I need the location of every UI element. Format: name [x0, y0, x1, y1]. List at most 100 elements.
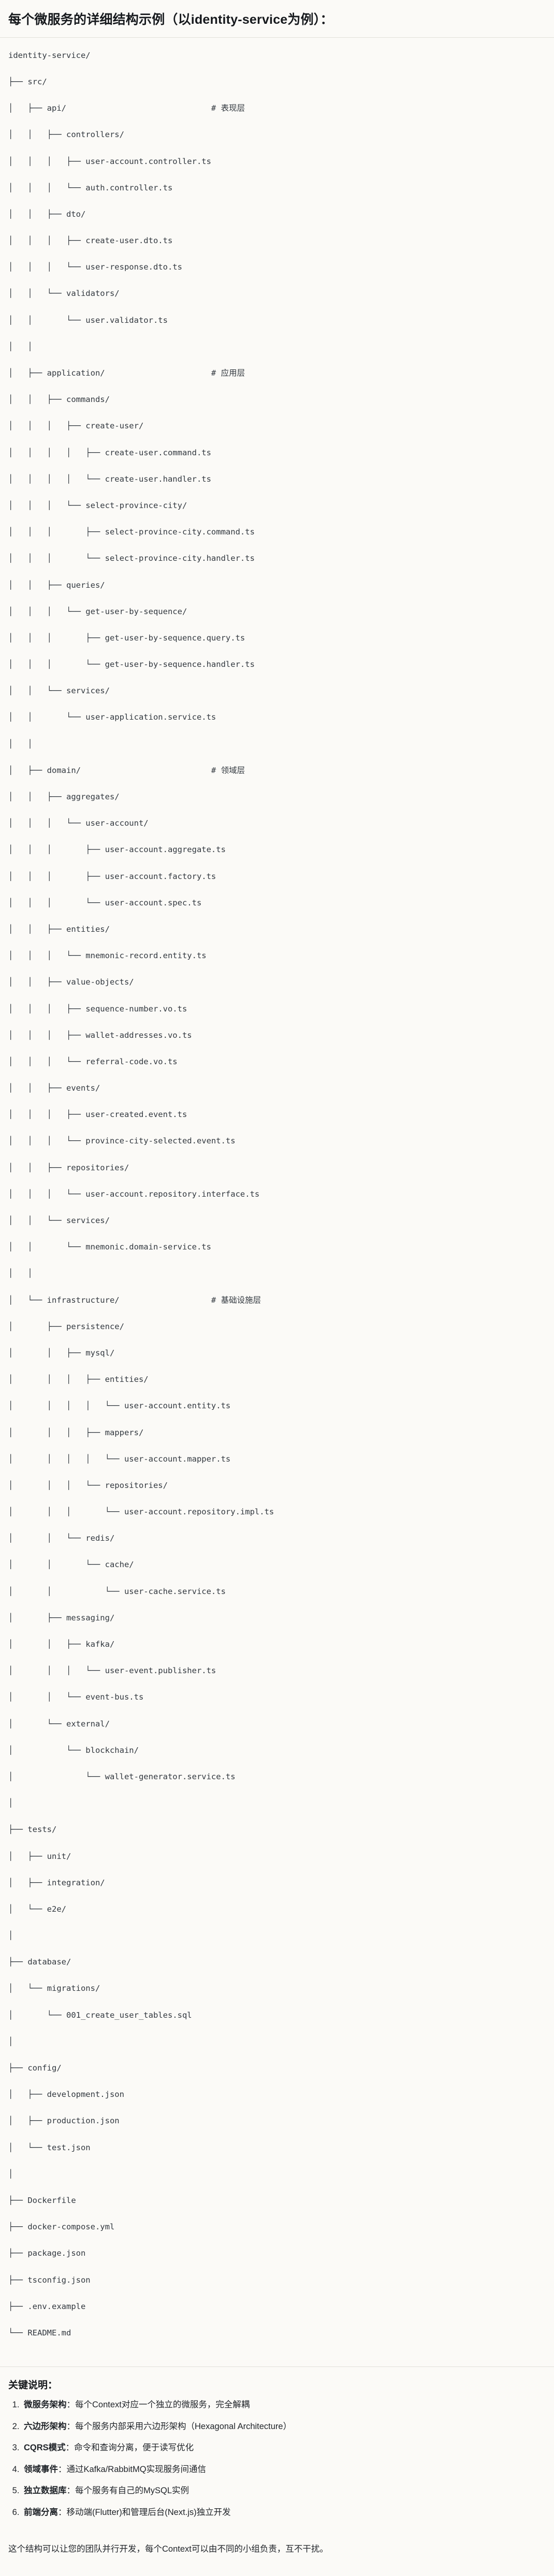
tree-line: │ └── blockchain/ — [8, 1745, 139, 1755]
tree-line: └── README.md — [8, 2328, 71, 2337]
keypoint-separator: ： — [58, 2507, 67, 2517]
tree-line: │ │ ├── events/ — [8, 1083, 100, 1093]
keypoint-body: 移动端(Flutter)和管理后台(Next.js)独立开发 — [66, 2507, 231, 2517]
tree-line: │ — [8, 2036, 13, 2046]
tree-line: │ │ └── validators/ — [8, 289, 120, 299]
keypoints-title: 关键说明： — [8, 2380, 58, 2391]
tree-line: │ │ │ ├── user-created.event.ts — [8, 1110, 187, 1120]
keypoint-term: 前端分离 — [24, 2507, 58, 2517]
tree-line: │ │ ├── aggregates/ — [8, 792, 120, 801]
keypoint-term: 领域事件 — [24, 2464, 58, 2474]
tree-line: │ │ │ └── user-account.repository.impl.t… — [8, 1507, 274, 1517]
tree-line: │ └── infrastructure/ # 基础设施层 — [8, 1295, 261, 1305]
keypoint-separator: ： — [58, 2464, 67, 2474]
tree-line: │ └── wallet-generator.service.ts — [8, 1771, 236, 1781]
keypoint-separator: ： — [66, 2486, 76, 2496]
directory-tree-code-block: identity-service/ ├── src/ │ ├── api/ # … — [0, 37, 554, 2367]
tree-line: │ │ │ ├── wallet-addresses.vo.ts — [8, 1030, 192, 1040]
tree-line: │ ├── persistence/ — [8, 1321, 124, 1331]
tree-line: ├── docker-compose.yml — [8, 2222, 115, 2232]
tree-line: identity-service/ — [8, 50, 91, 60]
keypoint-term: 独立数据库 — [24, 2486, 67, 2496]
tree-line: │ └── 001_create_user_tables.sql — [8, 2010, 192, 2020]
keypoint-term: 六边形架构 — [24, 2421, 67, 2431]
tree-line: │ │ │ └── select-province-city.handler.t… — [8, 554, 255, 563]
tree-line: ├── Dockerfile — [8, 2195, 76, 2205]
tree-line: │ — [8, 2169, 13, 2179]
tree-line: │ │ │ └── auth.controller.ts — [8, 183, 173, 192]
tree-line: │ └── migrations/ — [8, 1984, 100, 1993]
tree-line: │ │ │ └── user-response.dto.ts — [8, 262, 182, 272]
tree-line: │ ├── api/ # 表现层 — [8, 103, 245, 113]
tree-line: ├── package.json — [8, 2249, 86, 2258]
tree-line: │ ├── development.json — [8, 2090, 124, 2099]
tree-line: │ │ ├── value-objects/ — [8, 977, 134, 987]
keypoints-section: 关键说明： 微服务架构：每个Context对应一个独立的微服务，完全解耦六边形架… — [0, 2367, 554, 2529]
tree-line: │ │ ├── queries/ — [8, 580, 105, 590]
tree-line: │ │ ├── controllers/ — [8, 130, 124, 140]
tree-line: │ │ │ ├── entities/ — [8, 1375, 149, 1384]
tree-line: ├── src/ — [8, 77, 47, 86]
tree-line: │ ├── application/ # 应用层 — [8, 368, 245, 378]
tree-line: │ │ │ │ └── user-account.mapper.ts — [8, 1454, 231, 1464]
tree-line: │ └── external/ — [8, 1719, 110, 1729]
tree-line: │ │ ├── entities/ — [8, 924, 110, 934]
tree-line: │ │ └── services/ — [8, 1216, 110, 1225]
closing-note: 这个结构可以让您的团队并行开发，每个Context可以由不同的小组负责，互不干扰… — [8, 2544, 328, 2554]
tree-line: │ │ │ │ ├── create-user.command.ts — [8, 448, 211, 457]
tree-line: │ ├── unit/ — [8, 1851, 71, 1861]
tree-line: │ ├── domain/ # 领域层 — [8, 765, 245, 775]
tree-line: │ ├── messaging/ — [8, 1613, 115, 1622]
keypoint-body: 每个服务有自己的MySQL实例 — [75, 2486, 189, 2496]
keypoint-item: 独立数据库：每个服务有自己的MySQL实例 — [22, 2484, 546, 2498]
heading-divider — [0, 37, 554, 38]
keypoint-body: 通过Kafka/RabbitMQ实现服务间通信 — [66, 2464, 207, 2474]
tree-line: │ │ └── user-application.service.ts — [8, 712, 216, 722]
tree-line: │ │ │ ├── select-province-city.command.t… — [8, 527, 255, 537]
tree-line: │ │ │ ├── mappers/ — [8, 1427, 144, 1437]
tree-line: │ │ │ ├── user-account.factory.ts — [8, 871, 216, 881]
keypoint-item: 前端分离：移动端(Flutter)和管理后台(Next.js)独立开发 — [22, 2506, 546, 2520]
tree-line: │ │ │ └── user-account/ — [8, 818, 149, 828]
keypoint-term: 微服务架构 — [24, 2400, 67, 2410]
tree-line: │ │ │ │ └── create-user.handler.ts — [8, 474, 211, 484]
tree-line: │ │ │ ├── user-account.controller.ts — [8, 156, 211, 166]
tree-line: │ │ └── services/ — [8, 686, 110, 696]
tree-line: │ ├── production.json — [8, 2116, 120, 2126]
tree-line: │ │ │ └── user-account.spec.ts — [8, 898, 202, 907]
tree-line: ├── database/ — [8, 1957, 71, 1967]
tree-line: │ │ │ ├── user-account.aggregate.ts — [8, 845, 226, 855]
tree-line: │ │ └── user-cache.service.ts — [8, 1586, 226, 1596]
tree-line: │ │ │ ├── create-user.dto.ts — [8, 236, 173, 246]
tree-line: │ │ │ └── get-user-by-sequence.handler.t… — [8, 660, 255, 669]
tree-line: │ │ │ └── user-account.repository.interf… — [8, 1189, 260, 1199]
tree-line: ├── config/ — [8, 2063, 62, 2073]
tree-line: │ — [8, 1931, 13, 1941]
tree-line: │ │ — [8, 739, 33, 749]
tree-line: │ │ │ ├── get-user-by-sequence.query.ts — [8, 633, 245, 643]
tree-line: ├── tsconfig.json — [8, 2275, 91, 2285]
tree-line: │ │ │ └── referral-code.vo.ts — [8, 1056, 178, 1066]
tree-line: │ │ — [8, 1269, 33, 1278]
keypoint-item: 领域事件：通过Kafka/RabbitMQ实现服务间通信 — [22, 2463, 546, 2477]
page-title: 每个微服务的详细结构示例（以identity-service为例）： — [8, 12, 333, 27]
tree-line: │ │ ├── commands/ — [8, 395, 110, 405]
tree-line: │ └── e2e/ — [8, 1904, 66, 1914]
tree-line: │ └── test.json — [8, 2142, 91, 2152]
tree-line: │ ├── integration/ — [8, 1878, 105, 1887]
keypoint-separator: ： — [66, 2421, 76, 2431]
tree-line: │ │ ├── kafka/ — [8, 1640, 115, 1649]
tree-line: │ │ │ └── mnemonic-record.entity.ts — [8, 951, 207, 961]
tree-line: │ │ └── event-bus.ts — [8, 1692, 144, 1702]
keypoint-separator: ： — [65, 2443, 75, 2453]
tree-line: │ │ │ └── get-user-by-sequence/ — [8, 606, 187, 616]
tree-line: │ │ │ └── user-event.publisher.ts — [8, 1666, 216, 1676]
tree-line: │ │ — [8, 341, 33, 351]
keypoint-body: 命令和查询分离，便于读写优化 — [74, 2443, 194, 2453]
keypoint-body: 每个服务内部采用六边形架构（Hexagonal Architecture） — [75, 2421, 292, 2431]
tree-line: ├── .env.example — [8, 2301, 86, 2311]
tree-line: │ │ └── mnemonic.domain-service.ts — [8, 1242, 211, 1252]
keypoint-item: CQRS模式：命令和查询分离，便于读写优化 — [22, 2441, 546, 2455]
tree-line: │ — [8, 1798, 13, 1808]
